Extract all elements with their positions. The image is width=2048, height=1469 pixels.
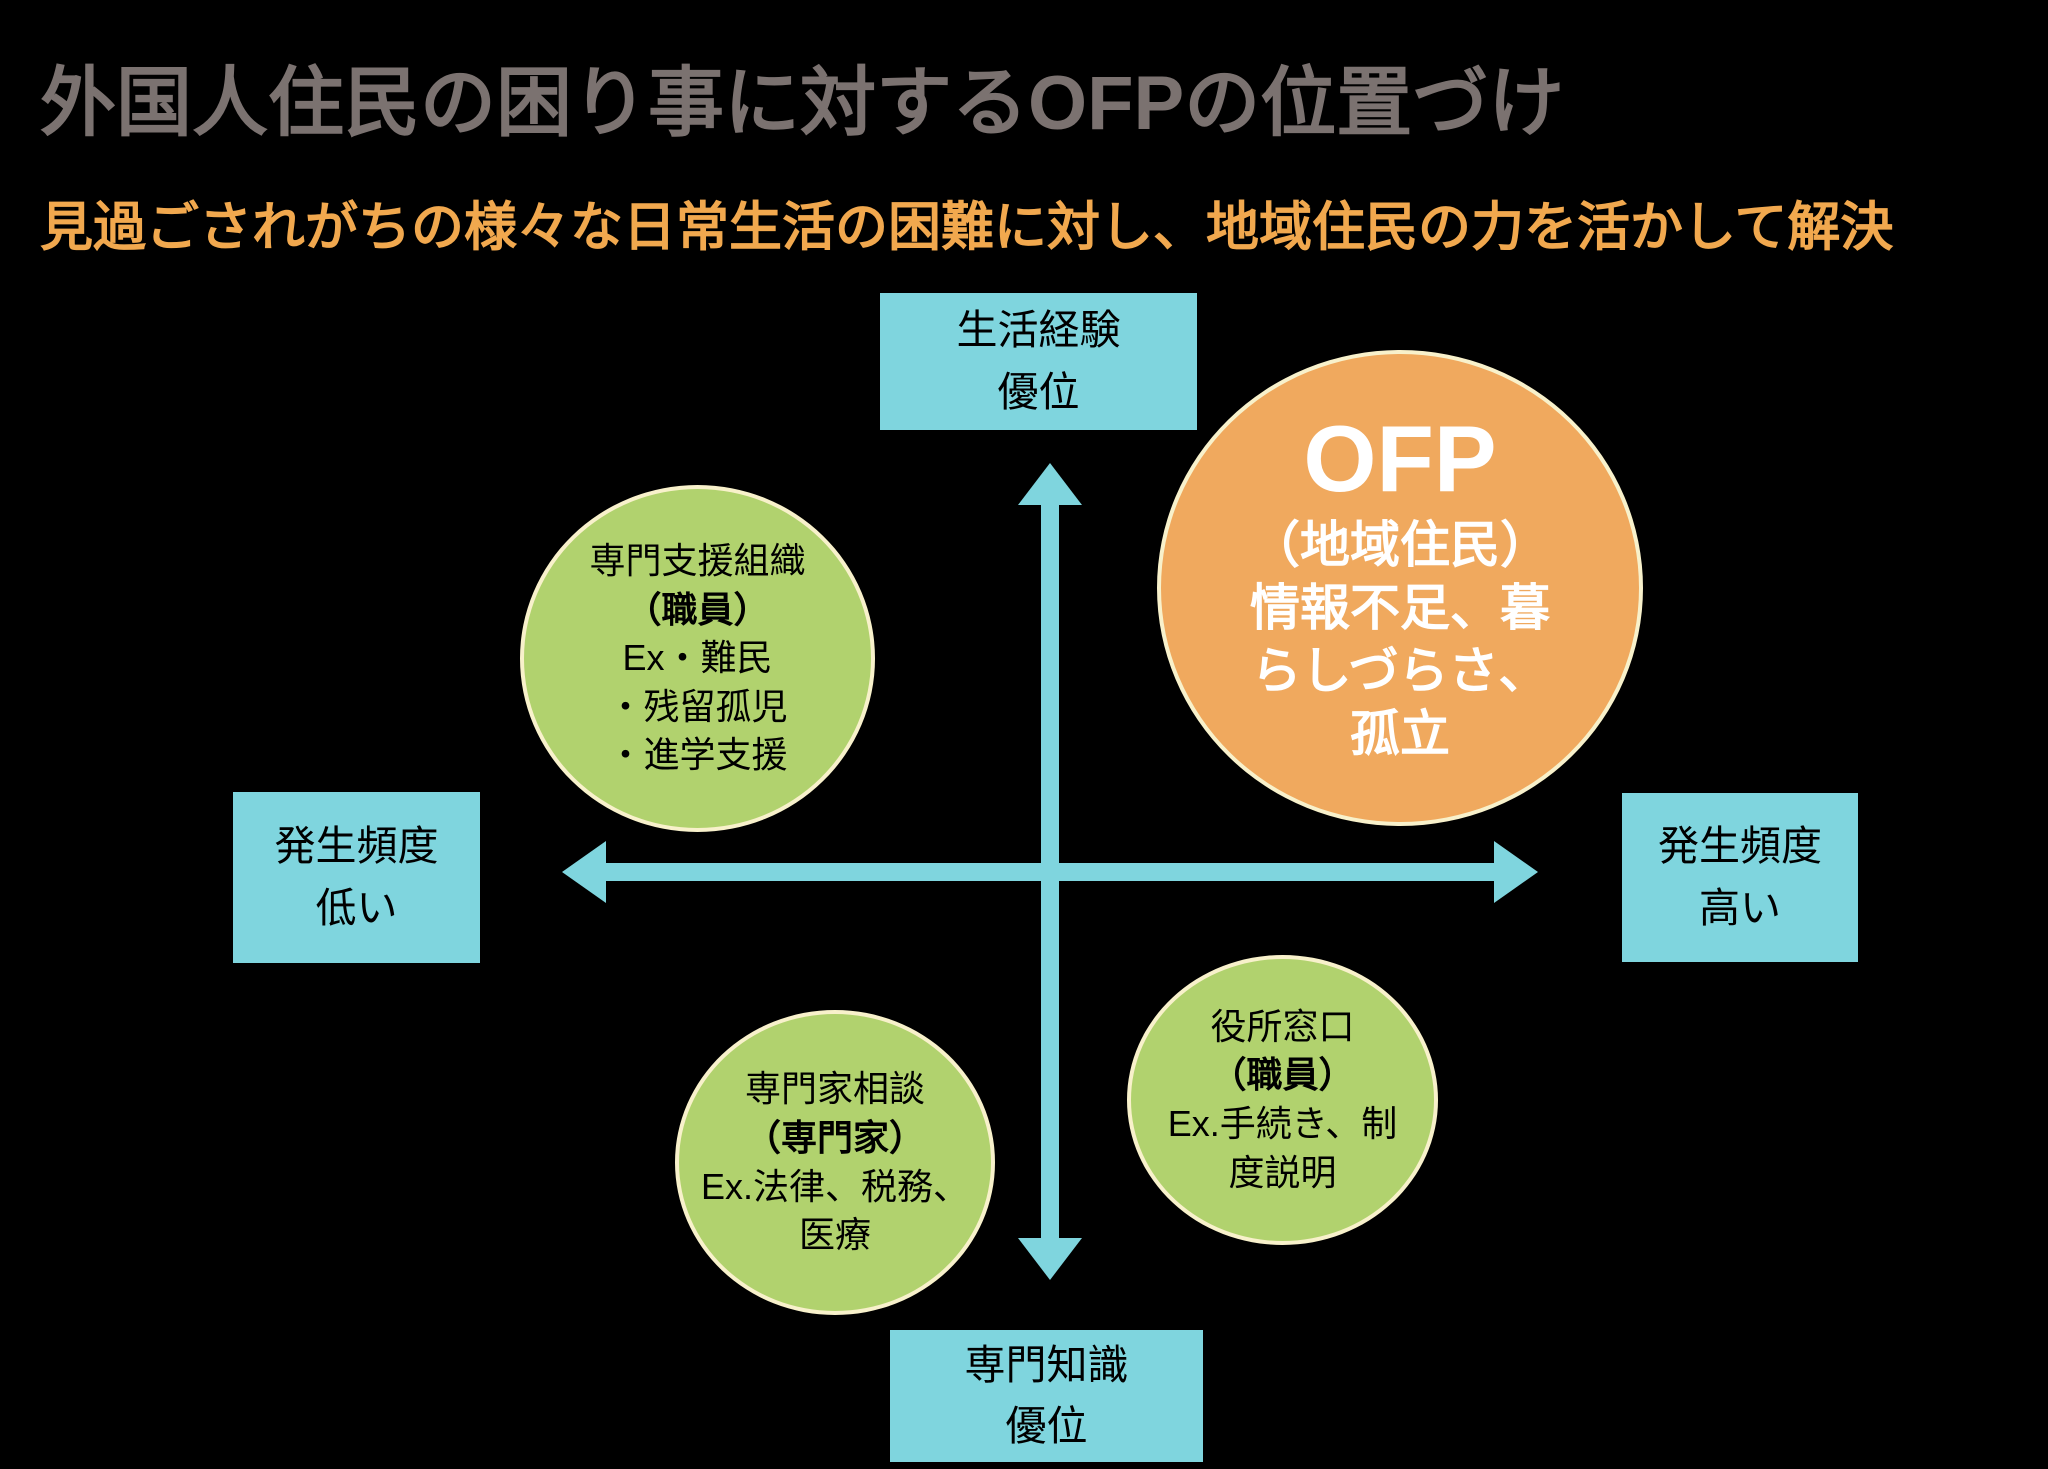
axis-label-top-line1: 生活経験: [956, 307, 1121, 353]
support-org-example-3: ・進学支援: [607, 734, 788, 776]
expert-consult-name: 専門家相談: [744, 1068, 925, 1110]
gov-office-example-2: 度説明: [1228, 1151, 1337, 1193]
axis-label-left: 発生頻度 低い: [233, 792, 480, 963]
axis-label-left-line2: 低い: [315, 884, 398, 931]
support-org-name: 専門支援組織: [589, 540, 806, 582]
horizontal-axis-line: [600, 863, 1497, 881]
support-org-example-1: Ex・難民: [622, 637, 773, 679]
axis-label-bottom: 専門知識 優位: [890, 1330, 1203, 1462]
axis-label-left-line1: 発生頻度: [274, 823, 439, 869]
axis-label-bottom-line2: 優位: [1005, 1403, 1088, 1449]
ofp-subtitle: （地域住民）: [1250, 517, 1550, 574]
axis-label-right-line2: 高い: [1699, 884, 1781, 931]
ofp-title: OFP: [1303, 405, 1497, 511]
page-title: 外国人住民の困り事に対するOFPの位置づけ: [40, 61, 1565, 146]
gov-office-name: 役所窓口: [1210, 1005, 1355, 1047]
axis-label-top-line2: 優位: [997, 368, 1080, 415]
ofp-body-line1: 情報不足、暮: [1250, 580, 1550, 637]
page-subtitle: 見過ごされがちの様々な日常生活の困難に対し、地域住民の力を活かして解決: [40, 198, 1894, 257]
gov-office-circle: 役所窓口 （職員） Ex.手続き、制 度説明: [1127, 955, 1438, 1245]
axis-label-top: 生活経験 優位: [880, 293, 1197, 430]
support-org-role: （職員）: [625, 588, 770, 630]
support-org-circle: 専門支援組織 （職員） Ex・難民 ・残留孤児 ・進学支援: [520, 485, 875, 832]
expert-consult-example-1: Ex.法律、税務、: [700, 1165, 969, 1207]
expert-consult-role: （専門家）: [744, 1116, 925, 1158]
support-org-example-2: ・残留孤児: [607, 685, 788, 727]
axis-label-bottom-line1: 専門知識: [964, 1341, 1129, 1388]
arrow-right-icon: [1494, 841, 1538, 903]
gov-office-example-1: Ex.手続き、制: [1167, 1103, 1398, 1144]
arrow-up-icon: [1018, 463, 1082, 505]
ofp-body-line2: らしづらさ、: [1251, 643, 1549, 700]
ofp-circle: OFP （地域住民） 情報不足、暮 らしづらさ、 孤立: [1157, 350, 1643, 826]
axis-label-right-line1: 発生頻度: [1658, 823, 1822, 869]
ofp-body-line3: 孤立: [1350, 706, 1450, 763]
gov-office-role: （職員）: [1210, 1054, 1355, 1096]
expert-consult-example-2: 医療: [798, 1214, 871, 1256]
arrow-down-icon: [1018, 1238, 1082, 1280]
axis-label-right: 発生頻度 高い: [1622, 793, 1858, 962]
arrow-left-icon: [562, 841, 606, 903]
expert-consult-circle: 専門家相談 （専門家） Ex.法律、税務、 医療: [675, 1010, 995, 1315]
